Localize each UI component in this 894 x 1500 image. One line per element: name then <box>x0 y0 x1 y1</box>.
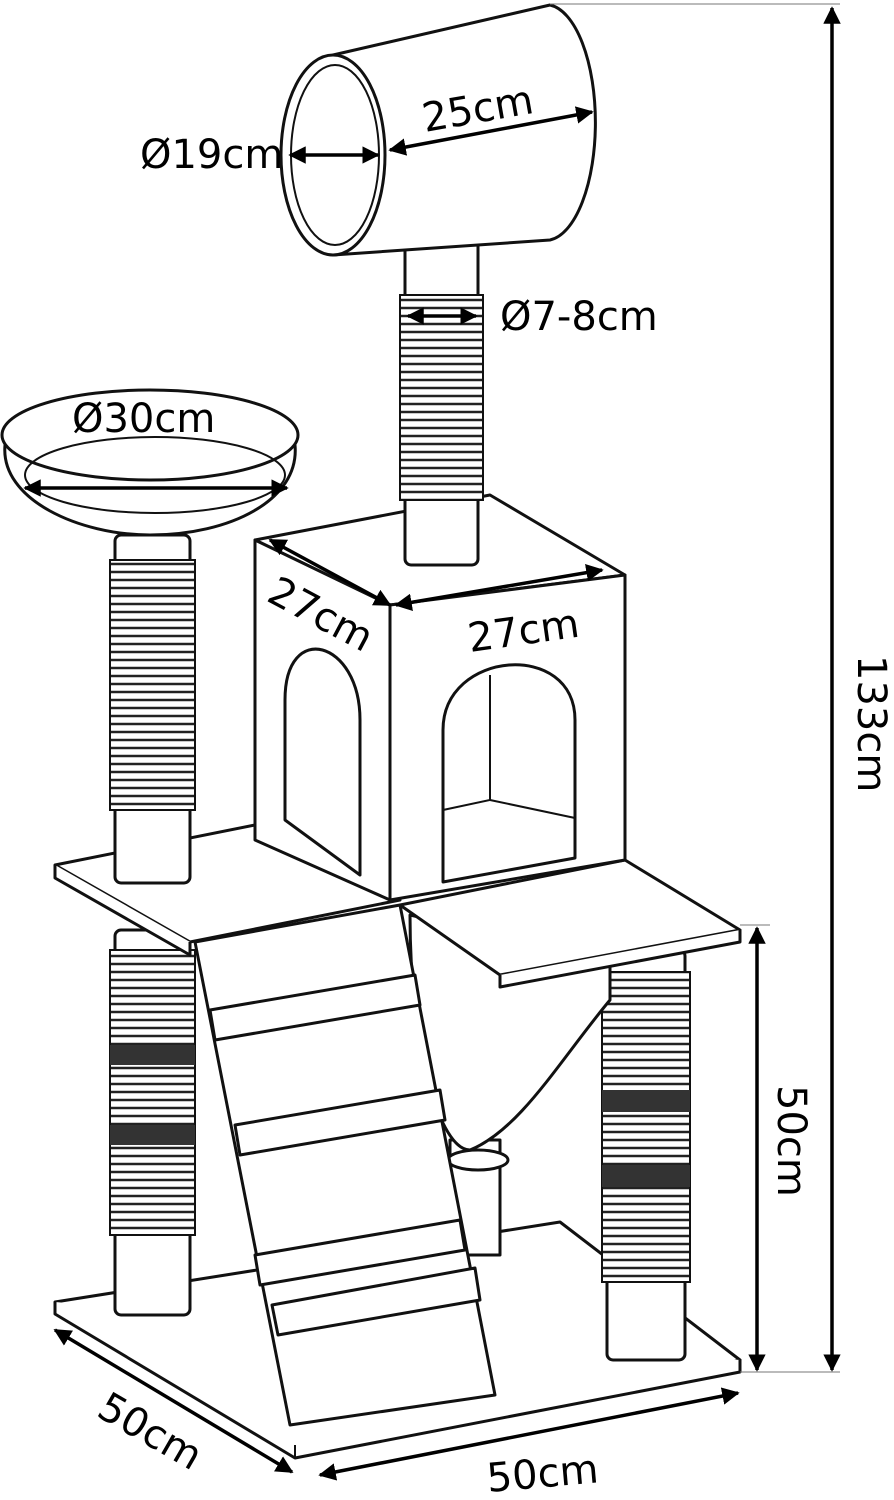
top-post <box>399 233 484 567</box>
tube-length-arrow <box>388 106 594 156</box>
base-depth-label: 50cm <box>90 1384 210 1480</box>
post-diameter-label: Ø7-8cm <box>500 294 658 340</box>
total-height-label: 133cm <box>848 655 894 792</box>
box-width-arrow <box>394 564 604 611</box>
lower-left-post <box>109 928 196 1317</box>
base-width-arrow <box>318 1387 740 1481</box>
upper-left-post <box>109 533 196 885</box>
box-depth-arrow <box>268 538 392 607</box>
base-depth-arrow <box>53 1328 294 1474</box>
right-platform <box>398 858 742 989</box>
lower-right-post <box>601 948 691 1362</box>
ramp <box>193 903 497 1427</box>
base-width-label: 50cm <box>485 1446 600 1500</box>
platform-height-label: 50cm <box>768 1085 814 1197</box>
bed-diameter-label: Ø30cm <box>72 396 215 442</box>
tube-diameter-label: Ø19cm <box>140 132 283 178</box>
